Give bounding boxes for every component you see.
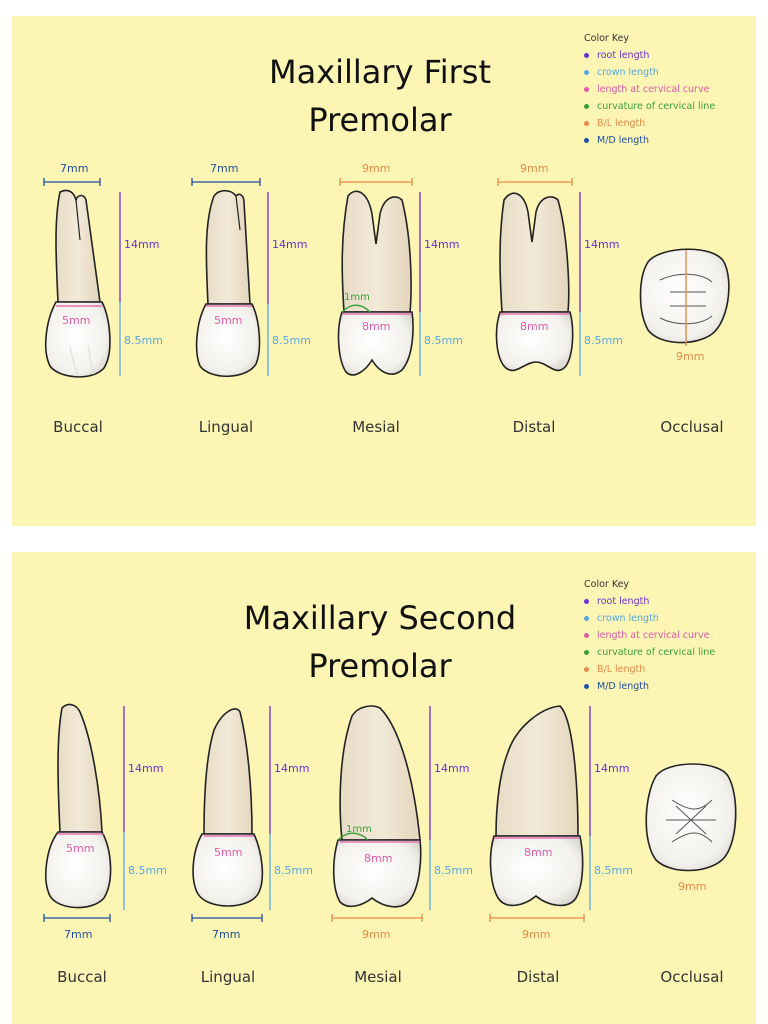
panel2-view-distal: Distal (516, 968, 560, 986)
p2-distal-tooth (489, 705, 584, 907)
panel1-view-mesial: Mesial (352, 418, 400, 436)
p2-occlusal-tooth (645, 763, 737, 872)
key-item-crown: crown length (584, 610, 715, 627)
panel1-view-distal: Distal (512, 418, 556, 436)
panel1-view-occlusal: Occlusal (660, 418, 724, 436)
p2-occl-label: 9mm (678, 880, 706, 893)
panel2-title-line2: Premolar (308, 647, 452, 685)
key-item-crown: crown length (584, 64, 715, 81)
p1-lingual-cerv-label: 5mm (214, 314, 242, 327)
p1-occl-label: 9mm (676, 350, 704, 363)
key-item-bl: B/L length (584, 661, 715, 678)
p1-buccal-cerv-label: 5mm (62, 314, 90, 327)
p1-mesial-cerv-label: 8mm (362, 320, 390, 333)
p1-lingual-root-label: 14mm (272, 238, 307, 251)
p1-lingual-md-label: 7mm (210, 162, 238, 175)
panel2-view-lingual: Lingual (200, 968, 256, 986)
p2-lingual-crown-label: 8.5mm (274, 864, 313, 877)
p2-mesial-crown-label: 8.5mm (434, 864, 473, 877)
p1-distal-bl-label: 9mm (520, 162, 548, 175)
p1-lingual-crown-label: 8.5mm (272, 334, 311, 347)
key-title: Color Key (584, 33, 630, 44)
p2-buccal-crown-label: 8.5mm (128, 864, 167, 877)
p1-distal-tooth (495, 192, 574, 372)
key-item-md: M/D length (584, 132, 715, 149)
p2-mesial-bl-label: 9mm (362, 928, 390, 941)
p1-mesial-bl-label: 9mm (362, 162, 390, 175)
p2-mesial-tooth (332, 705, 422, 908)
p2-distal-cerv-label: 8mm (524, 846, 552, 859)
p1-distal-root-label: 14mm (584, 238, 619, 251)
p2-distal-crown-label: 8.5mm (594, 864, 633, 877)
p1-buccal-root-label: 14mm (124, 238, 159, 251)
p1-curv-label: 1mm (344, 292, 370, 303)
p1-buccal-tooth (44, 189, 111, 378)
p2-mesial-cerv-label: 8mm (364, 852, 392, 865)
key-item-curvature: curvature of cervical line (584, 644, 715, 661)
p2-lingual-root-label: 14mm (274, 762, 309, 775)
panel2-view-mesial: Mesial (354, 968, 402, 986)
p1-distal-crown-label: 8.5mm (584, 334, 623, 347)
panel2-title-line1: Maxillary Second (243, 599, 517, 637)
p1-measure-lines (43, 178, 581, 376)
p2-distal-root-label: 14mm (594, 762, 629, 775)
panel1-title-line2: Premolar (308, 101, 452, 139)
p2-buccal-cerv-label: 5mm (66, 842, 94, 855)
key-item-root: root length (584, 47, 715, 64)
p2-buccal-root-label: 14mm (128, 762, 163, 775)
p1-mesial-crown-label: 8.5mm (424, 334, 463, 347)
p1-mesial-tooth (337, 190, 414, 376)
p2-lingual-cerv-label: 5mm (214, 846, 242, 859)
panel1-color-key: Color Key root length crown length lengt… (584, 30, 715, 149)
p1-occlusal-tooth (639, 248, 730, 346)
p2-mesial-root-label: 14mm (434, 762, 469, 775)
p1-buccal-crown-label: 8.5mm (124, 334, 163, 347)
p2-curv-label: 1mm (346, 824, 372, 835)
p1-lingual-tooth (195, 189, 261, 377)
panel1-title-line1: Maxillary First (268, 53, 492, 91)
key-item-root: root length (584, 593, 715, 610)
panel2-view-occlusal: Occlusal (660, 968, 724, 986)
p2-lingual-tooth (192, 708, 264, 907)
key-item-curvature: curvature of cervical line (584, 98, 715, 115)
key-title: Color Key (584, 579, 630, 590)
p2-lingual-md-label: 7mm (212, 928, 240, 941)
key-item-md: M/D length (584, 678, 715, 695)
key-item-cervical: length at cervical curve (584, 627, 715, 644)
p1-buccal-md-label: 7mm (60, 162, 88, 175)
panel1-view-lingual: Lingual (198, 418, 254, 436)
p2-distal-bl-label: 9mm (522, 928, 550, 941)
p1-distal-cerv-label: 8mm (520, 320, 548, 333)
p2-buccal-tooth (45, 703, 112, 909)
p1-mesial-root-label: 14mm (424, 238, 459, 251)
key-item-cervical: length at cervical curve (584, 81, 715, 98)
panel1-view-buccal: Buccal (53, 418, 103, 436)
key-item-bl: B/L length (584, 115, 715, 132)
panel2-view-buccal: Buccal (57, 968, 107, 986)
p2-measure-lines (43, 706, 591, 922)
p2-buccal-md-label: 7mm (64, 928, 92, 941)
panel2-color-key: Color Key root length crown length lengt… (584, 576, 715, 695)
